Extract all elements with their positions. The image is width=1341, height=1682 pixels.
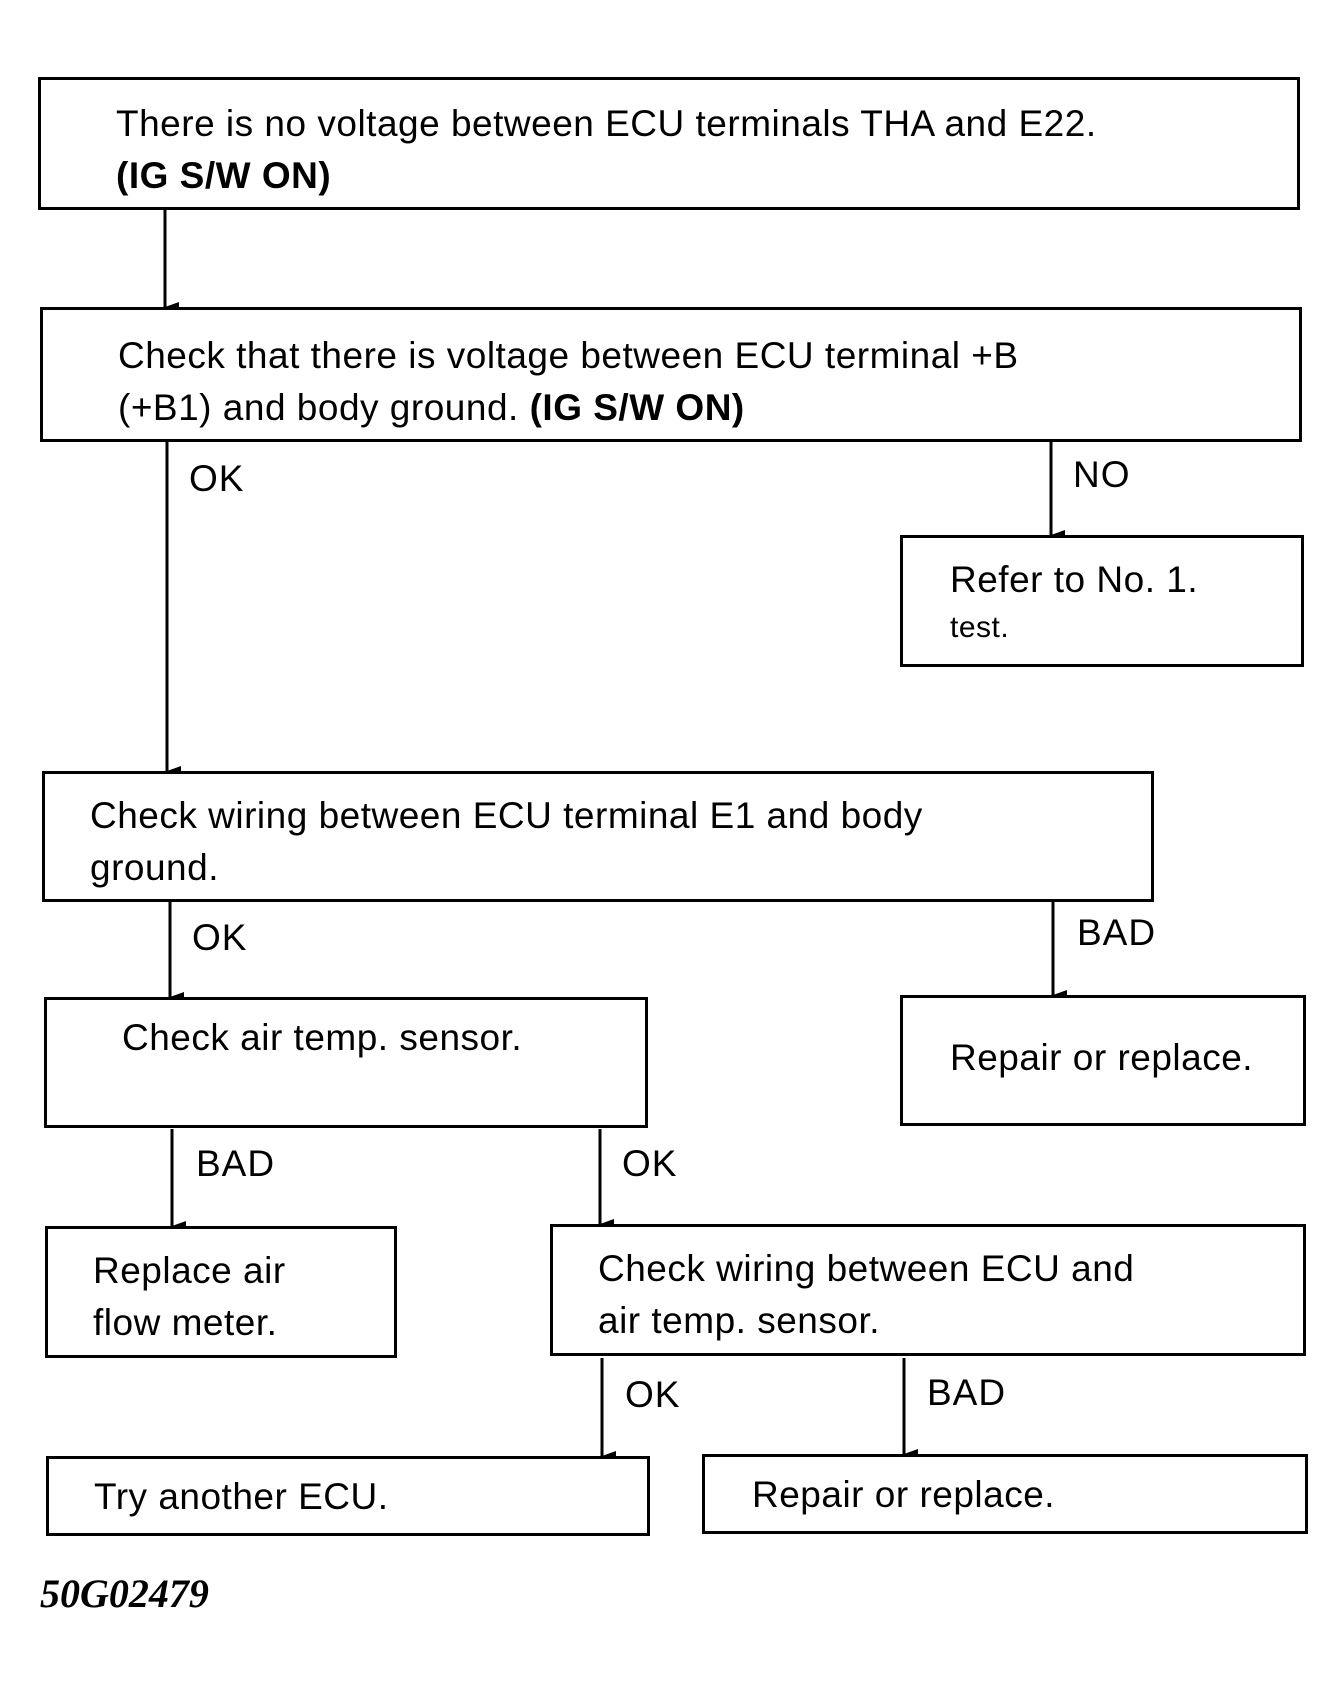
node-text: Check wiring between ECU and: [598, 1248, 1135, 1289]
figure-id: 50G02479: [40, 1571, 209, 1616]
edge-label-ok: OK: [625, 1374, 681, 1415]
node-no-voltage-tha-e22: There is no voltage between ECU terminal…: [38, 77, 1300, 210]
node-try-another-ecu: Try another ECU.: [46, 1456, 650, 1536]
node-text: Refer to No. 1.: [950, 559, 1199, 600]
node-refer-to-no-1: Refer to No. 1. test.: [900, 535, 1304, 667]
edge-label-bad: BAD: [196, 1143, 276, 1184]
edge-label-bad: BAD: [1077, 912, 1157, 953]
edge-label-ok: OK: [622, 1143, 678, 1184]
node-text: air temp. sensor.: [598, 1300, 881, 1341]
edge-label-bad: BAD: [927, 1372, 1007, 1413]
node-check-wiring-ecu-sensor: Check wiring between ECU and air temp. s…: [550, 1224, 1306, 1356]
node-text: (IG S/W ON): [116, 155, 332, 196]
node-text: (+B1) and body ground.: [118, 387, 530, 428]
node-text: Repair or replace.: [950, 1037, 1254, 1078]
edge-label-ok: OK: [189, 458, 245, 499]
node-text: Check air temp. sensor.: [122, 1017, 523, 1058]
node-text: Repair or replace.: [752, 1474, 1056, 1515]
node-text-bold: (IG S/W ON): [529, 387, 745, 428]
node-replace-air-flow-meter: Replace air flow meter.: [45, 1226, 397, 1358]
node-check-wiring-e1: Check wiring between ECU terminal E1 and…: [42, 771, 1154, 902]
node-text: Check that there is voltage between ECU …: [118, 335, 1019, 376]
node-text: Replace air: [93, 1250, 286, 1291]
node-check-voltage-b-terminal: Check that there is voltage between ECU …: [40, 307, 1302, 442]
edge-label-ok: OK: [192, 917, 248, 958]
node-text: Check wiring between ECU terminal E1 and…: [90, 795, 923, 836]
node-text: flow meter.: [93, 1302, 278, 1343]
node-repair-or-replace-wiring: Repair or replace.: [702, 1454, 1308, 1534]
node-repair-or-replace-e1: Repair or replace.: [900, 995, 1306, 1126]
edge-label-no: NO: [1073, 454, 1131, 495]
node-check-air-temp-sensor: Check air temp. sensor.: [44, 997, 648, 1128]
node-text: There is no voltage between ECU terminal…: [116, 103, 1097, 144]
node-text-line2: (+B1) and body ground. (IG S/W ON): [118, 382, 1299, 434]
node-text: Try another ECU.: [94, 1476, 389, 1517]
node-text: ground.: [90, 847, 219, 888]
node-text: test.: [950, 611, 1010, 644]
